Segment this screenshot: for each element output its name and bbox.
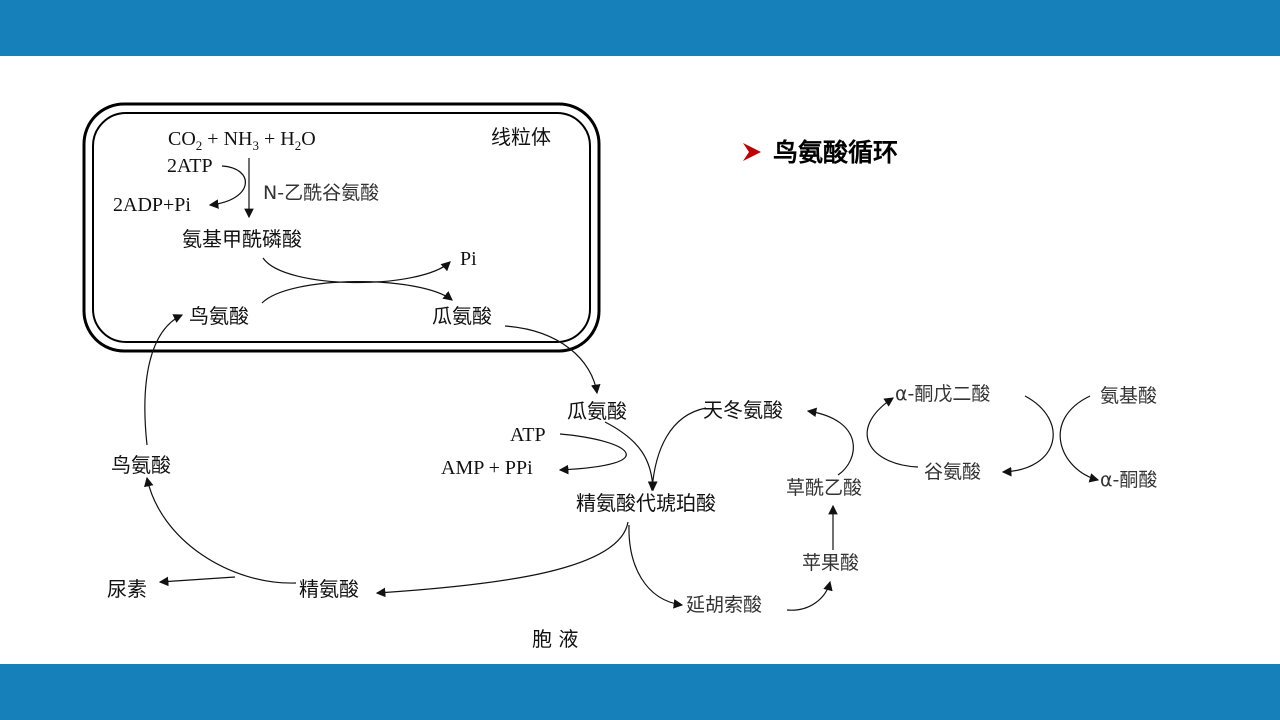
- arrow-akg-to-glu: [1001, 395, 1054, 477]
- arrow-aa-to-ketoacid: [1059, 395, 1100, 483]
- atp-input: 2ATP: [167, 155, 213, 177]
- arrow-fumarate-to-malate: [786, 580, 833, 611]
- arrow-arginine-to-urea: [158, 576, 236, 587]
- arrow-cit-to-as: [604, 421, 658, 492]
- glutamate: 谷氨酸: [924, 461, 981, 483]
- mitochondria-outer-border: [82, 102, 601, 353]
- oxaloacetate: 草酰乙酸: [786, 477, 862, 499]
- amp-ppi: AMP + PPi: [441, 457, 533, 479]
- arrow-orn-to-cit: [261, 281, 453, 304]
- arrow-ornithine-transport: [144, 314, 184, 446]
- pi-output: Pi: [460, 248, 477, 270]
- cofactor-label: N-乙酰谷氨酸: [263, 182, 379, 204]
- aspartate: 天冬氨酸: [703, 398, 783, 422]
- carbamoyl-phosphate: 氨基甲酰磷酸: [182, 227, 302, 251]
- mitochondria-label: 线粒体: [491, 125, 551, 149]
- cytosol-label: 胞 液: [532, 627, 578, 651]
- arginine: 精氨酸: [299, 577, 359, 601]
- atp-cyto: ATP: [510, 424, 546, 446]
- arrow-asp-to-as: [647, 407, 707, 492]
- arrow-glu-to-akg: [866, 397, 919, 468]
- slide-title: 鸟氨酸循环: [773, 138, 898, 167]
- fumarate: 延胡索酸: [686, 594, 762, 616]
- amino-acid: 氨基酸: [1100, 385, 1157, 407]
- ornithine-cyto: 鸟氨酸: [111, 453, 171, 477]
- adp-output: 2ADP+Pi: [113, 194, 191, 216]
- top-banner: [0, 0, 1280, 56]
- arrow-oaa-to-aspartate: [806, 407, 854, 476]
- argininosuccinate: 精氨酸代琥珀酸: [576, 491, 716, 515]
- arrow-arginine-to-ornithine: [144, 476, 297, 584]
- alpha-keto-acid: α-酮酸: [1100, 469, 1157, 491]
- arrow-citrulline-transport: [504, 325, 601, 395]
- arrow-atp-to-amp: [558, 433, 627, 475]
- citrulline-cyto: 瓜氨酸: [567, 399, 627, 423]
- arrow-as-to-arginine: [375, 521, 629, 598]
- malate: 苹果酸: [802, 552, 859, 574]
- urea: 尿素: [107, 577, 147, 601]
- arrow-as-to-fumarate: [628, 524, 684, 609]
- bottom-banner: [0, 664, 1280, 720]
- ornithine-mito: 鸟氨酸: [189, 304, 249, 328]
- mitochondria-inner-border: [92, 112, 591, 343]
- red-arrow-bullet-icon: [743, 143, 761, 161]
- alpha-ketoglutarate: α-酮戊二酸: [895, 383, 990, 405]
- reactants: CO2 + NH3 + H2O: [168, 128, 316, 153]
- citrulline-mito: 瓜氨酸: [432, 304, 492, 328]
- arrow-cp-to-pi: [262, 257, 451, 284]
- arrow-atp-to-adp: [208, 165, 247, 209]
